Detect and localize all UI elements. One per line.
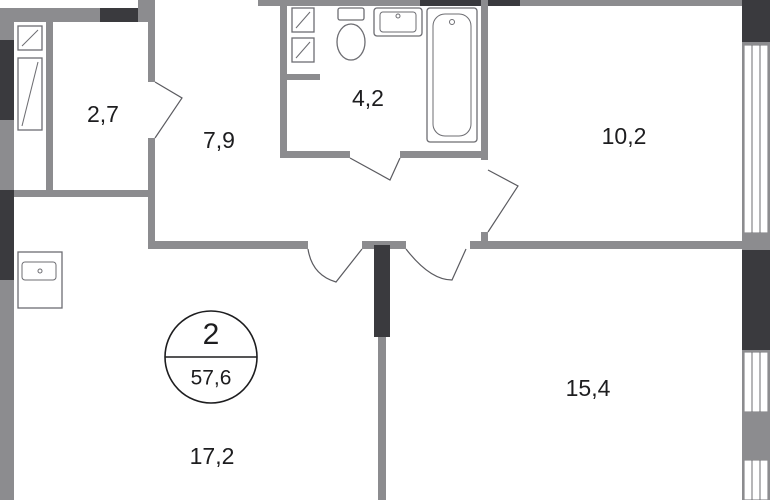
window-right-3 (743, 459, 769, 500)
wall-partition (378, 337, 386, 500)
wall-hall-left-lower (148, 138, 155, 248)
wall-bath-bottom-left (280, 151, 350, 158)
door-living (307, 248, 363, 283)
wall-corridor-bottom-left (148, 241, 308, 249)
apartment-rooms-count: 2 (203, 318, 220, 351)
door-bathroom (349, 157, 401, 181)
wall-bedroom-small-bottom (470, 241, 742, 249)
apartment-total-area: 57,6 (191, 367, 232, 390)
wall-left-dark-2 (0, 190, 14, 280)
door-storage (154, 81, 183, 139)
window-right-2 (743, 351, 769, 413)
wall-bath-right (481, 0, 488, 160)
bath-sink (373, 7, 423, 37)
room-area-living-kitchen: 17,2 (190, 443, 235, 469)
room-area-bedroom-large: 15,4 (566, 375, 611, 401)
wall-bath-shelf-bottom (280, 74, 320, 80)
wall-top-right-dark (420, 0, 520, 6)
door-bedroom-large (405, 248, 467, 281)
wall-storage-right (46, 22, 53, 197)
room-area-hall: 7,9 (203, 127, 235, 153)
room-area-bedroom-small: 10,2 (602, 123, 647, 149)
wall-storage-bottom-2 (53, 190, 153, 197)
wall-right-dark-2 (742, 250, 770, 350)
toilet-tank (337, 7, 365, 21)
wall-right-dark-1 (742, 0, 770, 42)
door-bedroom-small (487, 169, 519, 233)
wall-bath-bottom-right (400, 151, 488, 158)
toilet-bowl (336, 23, 366, 61)
wall-top-left-dark (100, 8, 150, 22)
wall-partition-dark (374, 245, 390, 337)
room-area-storage: 2,7 (87, 101, 119, 127)
window-right-1 (743, 44, 769, 234)
apartment-badge: 2 57,6 (164, 310, 258, 404)
wall-hall-left-upper (148, 0, 155, 82)
wall-storage-bottom (14, 190, 53, 197)
bathtub (426, 7, 478, 143)
wall-left-dark-1 (0, 40, 14, 120)
wall-bedroom-small-left (481, 232, 488, 248)
room-area-bathroom: 4,2 (352, 85, 384, 111)
